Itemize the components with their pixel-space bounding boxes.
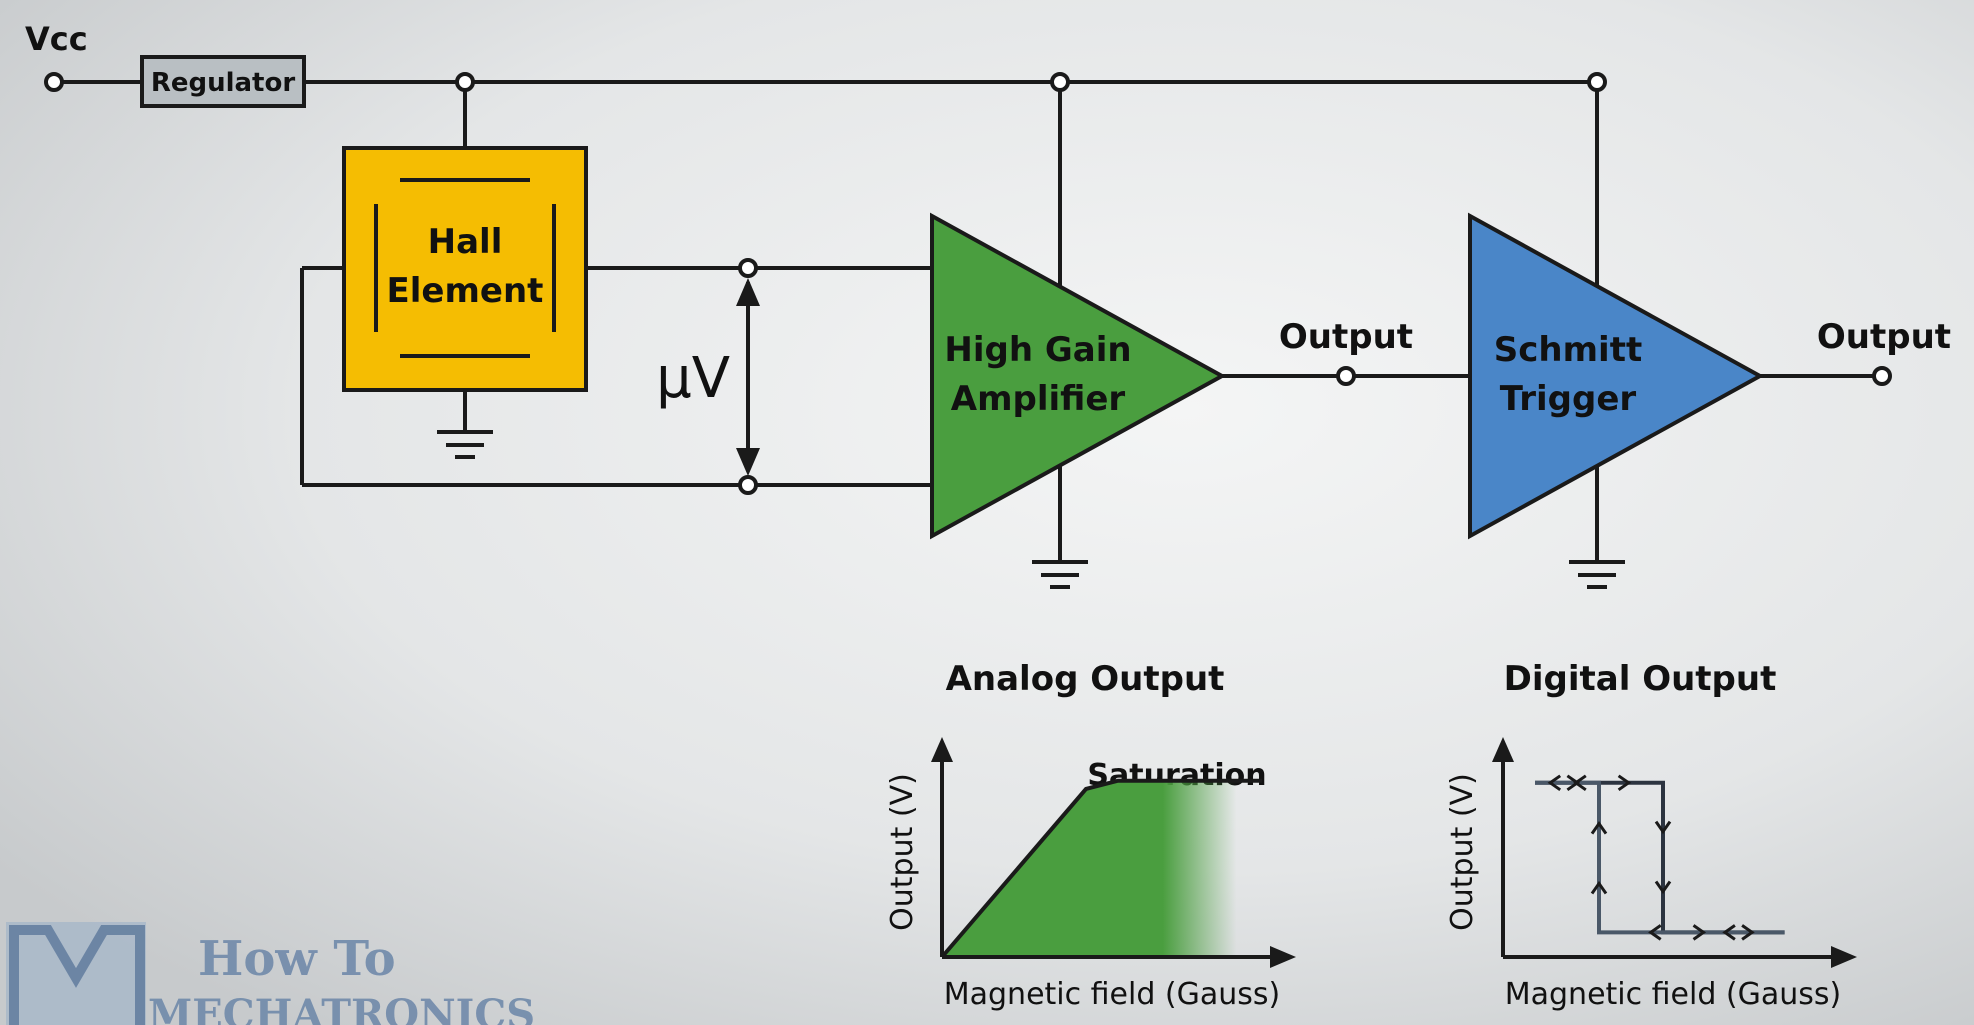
direction-arrow-icon [1547, 774, 1562, 792]
arrow-down-icon [736, 448, 760, 476]
hall-electrodes [374, 178, 556, 358]
x-axis-label: Magnetic field (Gauss) [944, 977, 1281, 1012]
direction-arrow-icon [1741, 924, 1755, 941]
y-axis-label: Output (V) [885, 773, 920, 931]
ground-icon [1569, 560, 1625, 589]
schmitt-triangle [1468, 212, 1765, 540]
ground-symbols [437, 430, 1625, 589]
direction-arrow-icon [1617, 774, 1632, 792]
logo-m-icon [9, 925, 145, 1025]
vcc-label: Vcc [25, 20, 88, 58]
amplifier-label-line2: Amplifier [951, 379, 1126, 419]
direction-arrow-icon [1590, 820, 1608, 835]
logo: How To MECHATRONICS [6, 922, 535, 1025]
direction-arrow-icon [1654, 820, 1672, 835]
vcc-terminal [44, 72, 64, 92]
regulator-box [140, 55, 306, 108]
amplifier-triangle [930, 212, 1227, 540]
amplifier-label-line1: High Gain [944, 330, 1131, 370]
direction-arrow-icon [1590, 880, 1608, 895]
digital-output-chart: Digital Output Output (V) Magnetic field… [1445, 659, 1857, 1012]
hall-element-box [342, 146, 588, 392]
direction-arrow-icon [1722, 924, 1736, 941]
logo-line2: MECHATRONICS [148, 991, 535, 1025]
y-axis-label: Output (V) [1445, 773, 1480, 931]
schmitt-label-line2: Trigger [1500, 379, 1637, 419]
hall-label-line2: Element [387, 271, 544, 311]
chart-title: Analog Output [946, 659, 1225, 699]
direction-arrow-icon [1648, 924, 1662, 941]
series-line [940, 778, 1262, 959]
voltage-label: μV [656, 346, 730, 411]
analog-output-terminal [1336, 366, 1356, 386]
y-axis-arrow-icon [1492, 737, 1514, 762]
saturation-area [942, 780, 1237, 957]
arrow-up-icon [736, 278, 760, 306]
analog-output-chart: Analog Output Saturation Output (V) Magn… [885, 659, 1296, 1012]
direction-arrow-icon [1654, 880, 1672, 895]
hysteresis-return-line [1535, 780, 1785, 935]
junction-nodes [455, 72, 1607, 495]
hall-label-line1: Hall [428, 222, 503, 262]
regulator-label: Regulator [151, 68, 296, 98]
ground-icon [437, 430, 493, 459]
analog-output-label: Output [1279, 317, 1413, 357]
x-axis-arrow-icon [1270, 946, 1296, 968]
logo-line1: How To [198, 931, 396, 987]
direction-arrows [1547, 774, 1755, 941]
digital-output-terminal [1872, 366, 1892, 386]
x-axis-arrow-icon [1831, 946, 1857, 968]
chart-title: Digital Output [1504, 659, 1777, 699]
y-axis-arrow-icon [931, 737, 953, 762]
wires [62, 80, 1882, 560]
schmitt-label-line1: Schmitt [1494, 330, 1642, 370]
direction-arrow-icon [1573, 774, 1587, 792]
direction-arrow-icon [1692, 924, 1707, 941]
ground-icon [1032, 560, 1088, 589]
digital-output-label: Output [1817, 317, 1951, 357]
x-axis-label: Magnetic field (Gauss) [1505, 977, 1842, 1012]
